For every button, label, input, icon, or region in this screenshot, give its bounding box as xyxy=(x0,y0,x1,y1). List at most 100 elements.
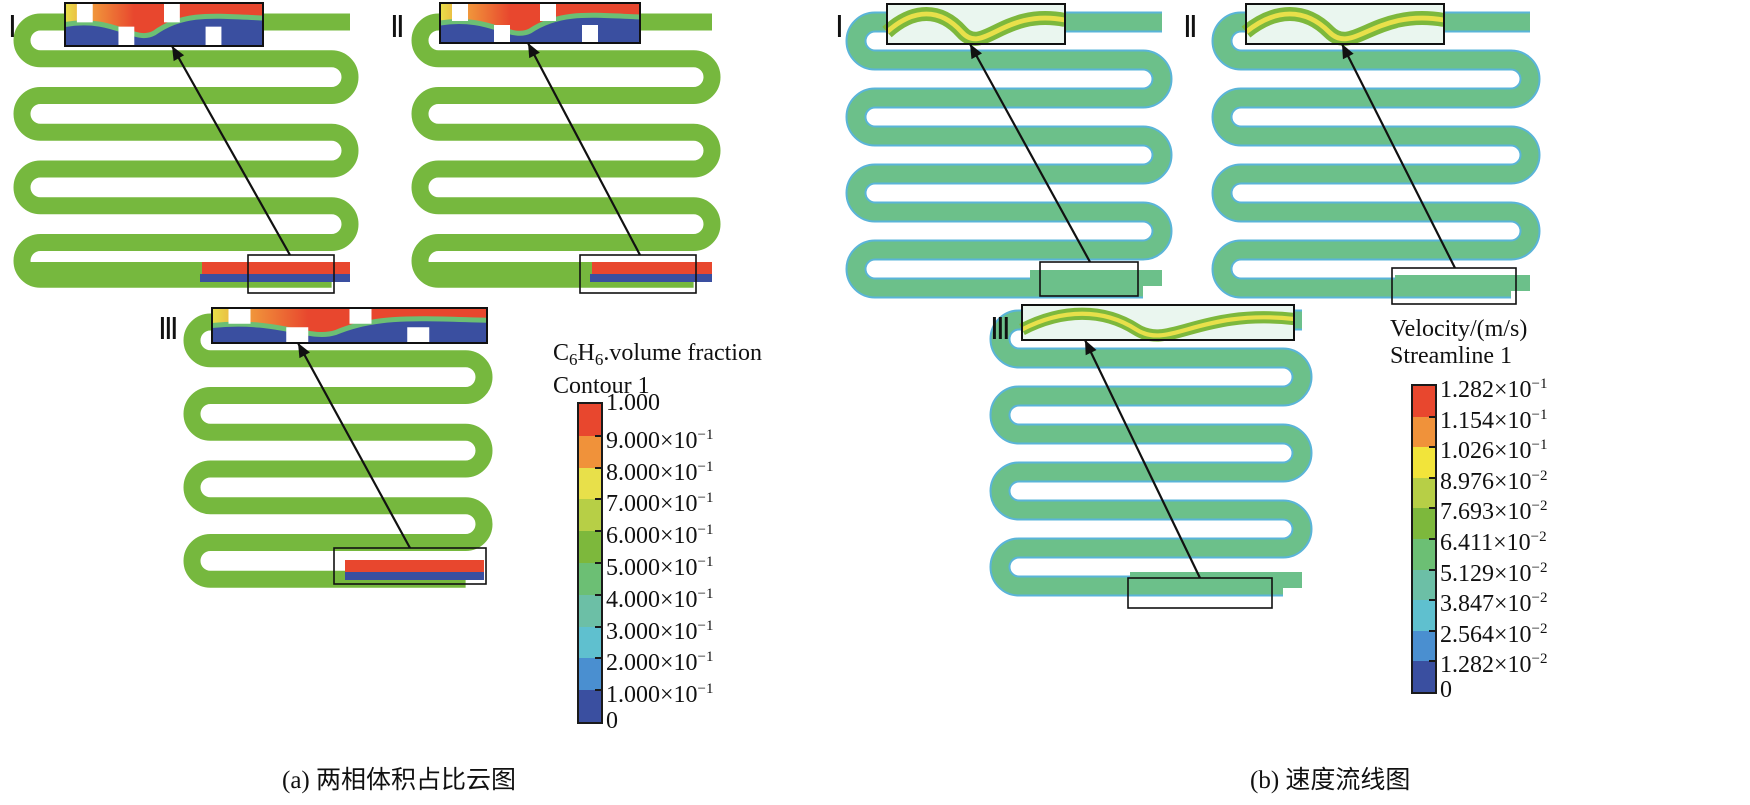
colorbar-tick xyxy=(1429,599,1435,602)
callout-arrow-line xyxy=(527,42,641,256)
colorbar-tick xyxy=(1429,568,1435,571)
legend-label: 5.000×10−1 xyxy=(606,554,714,581)
colorbar-tick xyxy=(595,466,601,469)
legend-label: 0 xyxy=(606,708,618,734)
callout-arrowhead xyxy=(1085,340,1097,356)
serpentine-b1 xyxy=(847,13,1171,297)
inset-baffle xyxy=(349,308,372,324)
inset-baffle xyxy=(540,3,556,21)
colorbar-tick xyxy=(595,434,601,437)
inset-baffle xyxy=(286,327,309,343)
colorbar-segment xyxy=(1413,569,1435,601)
colorbar-segment xyxy=(1413,630,1435,662)
inset-a3 xyxy=(211,307,488,344)
legend-label: 4.000×10−1 xyxy=(606,585,714,613)
caption-a: (a) 两相体积占比云图 xyxy=(282,767,516,794)
legend-label: 1.282×10−1 xyxy=(1440,376,1548,403)
inset-interface xyxy=(64,13,264,39)
serpentine-a2 xyxy=(411,13,721,288)
inset-a2 xyxy=(439,2,641,44)
panel-b-label-1: Ⅰ xyxy=(835,11,844,44)
callout-arrow-line xyxy=(969,43,1091,263)
inset-a1 xyxy=(64,2,264,47)
panel-a-label-3: Ⅲ xyxy=(158,313,179,346)
legend-label: 0 xyxy=(1440,677,1452,703)
colorbar-tick xyxy=(1429,415,1435,418)
inset-baffle xyxy=(205,26,222,46)
inset-frame xyxy=(439,2,641,44)
panel-a-label-1: Ⅰ xyxy=(8,11,17,44)
legend-b-colorbar xyxy=(1411,384,1437,694)
colorbar-segment xyxy=(579,499,601,532)
inset-baffle xyxy=(407,327,430,343)
legend-a-title: C6H6.volume fraction Contour 1 xyxy=(553,340,762,400)
colorbar-tick xyxy=(1429,476,1435,479)
legend-label: 2.000×10−1 xyxy=(606,649,714,677)
inset-baffle xyxy=(494,25,510,43)
zoom-source-box xyxy=(247,254,335,294)
colorbar-tick xyxy=(1429,660,1435,663)
outlet-a2 xyxy=(590,262,712,274)
panel-a-label-2: Ⅱ xyxy=(390,11,405,44)
colorbar-segment xyxy=(579,658,601,691)
legend-label: 1.154×10−1 xyxy=(1440,406,1548,434)
panel-b-label-2: Ⅱ xyxy=(1183,11,1198,44)
colorbar-tick xyxy=(595,689,601,692)
inset-baffle xyxy=(164,3,180,23)
legend-label: 1.026×10−1 xyxy=(1440,437,1548,465)
colorbar-segment xyxy=(579,626,601,659)
outlet-b3 xyxy=(1130,572,1302,588)
colorbar-segment xyxy=(1413,416,1435,448)
colorbar-segment xyxy=(1413,600,1435,632)
inset-b3 xyxy=(1019,304,1295,342)
inset-interface xyxy=(211,316,488,338)
colorbar-tick xyxy=(1429,507,1435,510)
outlet-a3-lower xyxy=(345,572,484,580)
colorbar-tick xyxy=(1429,538,1435,540)
legend-a-colorbar xyxy=(577,402,603,724)
legend-label: 6.411×10−2 xyxy=(1440,529,1547,556)
inset-streamline-core xyxy=(885,11,1066,42)
colorbar-tick xyxy=(1429,629,1435,632)
inset-baffle xyxy=(76,3,93,23)
zoom-source-box xyxy=(579,254,697,294)
outlet-a1-lower xyxy=(200,274,350,282)
legend-b-title-line1: Velocity/(m/s) xyxy=(1390,316,1528,342)
callout-arrow-line xyxy=(1341,43,1456,269)
legend-label: 1.000×10−1 xyxy=(606,681,714,709)
colorbar-segment xyxy=(579,594,601,628)
colorbar-tick xyxy=(595,625,601,628)
callout-arrow-line xyxy=(1084,339,1201,579)
outlet-a2-lower xyxy=(590,274,712,282)
legend-b-title-line2: Streamline 1 xyxy=(1390,343,1512,369)
colorbar-segment xyxy=(1413,539,1435,571)
colorbar-segment xyxy=(1413,447,1435,479)
inset-frame xyxy=(886,3,1066,45)
outlet-b1 xyxy=(1030,270,1162,286)
inset-frame xyxy=(1245,3,1445,45)
colorbar-segment xyxy=(579,435,601,469)
colorbar-segment xyxy=(1413,508,1435,540)
colorbar-segment xyxy=(1413,661,1435,693)
legend-label: 1.282×10−2 xyxy=(1440,651,1548,679)
legend-label: 5.129×10−2 xyxy=(1440,559,1548,587)
callout-arrow-line xyxy=(297,342,411,549)
inset-streamline-core xyxy=(1021,311,1295,338)
legend-label: 8.976×10−2 xyxy=(1440,467,1548,495)
colorbar-tick xyxy=(1429,446,1435,449)
outlet-a2-left xyxy=(420,262,592,274)
legend-b-title: Velocity/(m/s) Streamline 1 xyxy=(1390,316,1527,370)
callout-arrowhead xyxy=(1342,44,1354,60)
legend-label: 9.000×10−1 xyxy=(606,426,714,454)
colorbar-segment xyxy=(579,467,601,500)
legend-label: 2.564×10−2 xyxy=(1440,620,1548,648)
legend-label: 1.000 xyxy=(606,390,660,416)
colorbar-segment xyxy=(579,563,601,596)
colorbar-segment xyxy=(579,531,601,564)
serpentine-a1 xyxy=(13,13,359,288)
inset-baffle xyxy=(582,25,598,43)
legend-label: 8.000×10−1 xyxy=(606,458,714,486)
colorbar-tick xyxy=(595,593,601,596)
outlet-b2 xyxy=(1395,275,1530,291)
inset-frame xyxy=(211,307,488,344)
